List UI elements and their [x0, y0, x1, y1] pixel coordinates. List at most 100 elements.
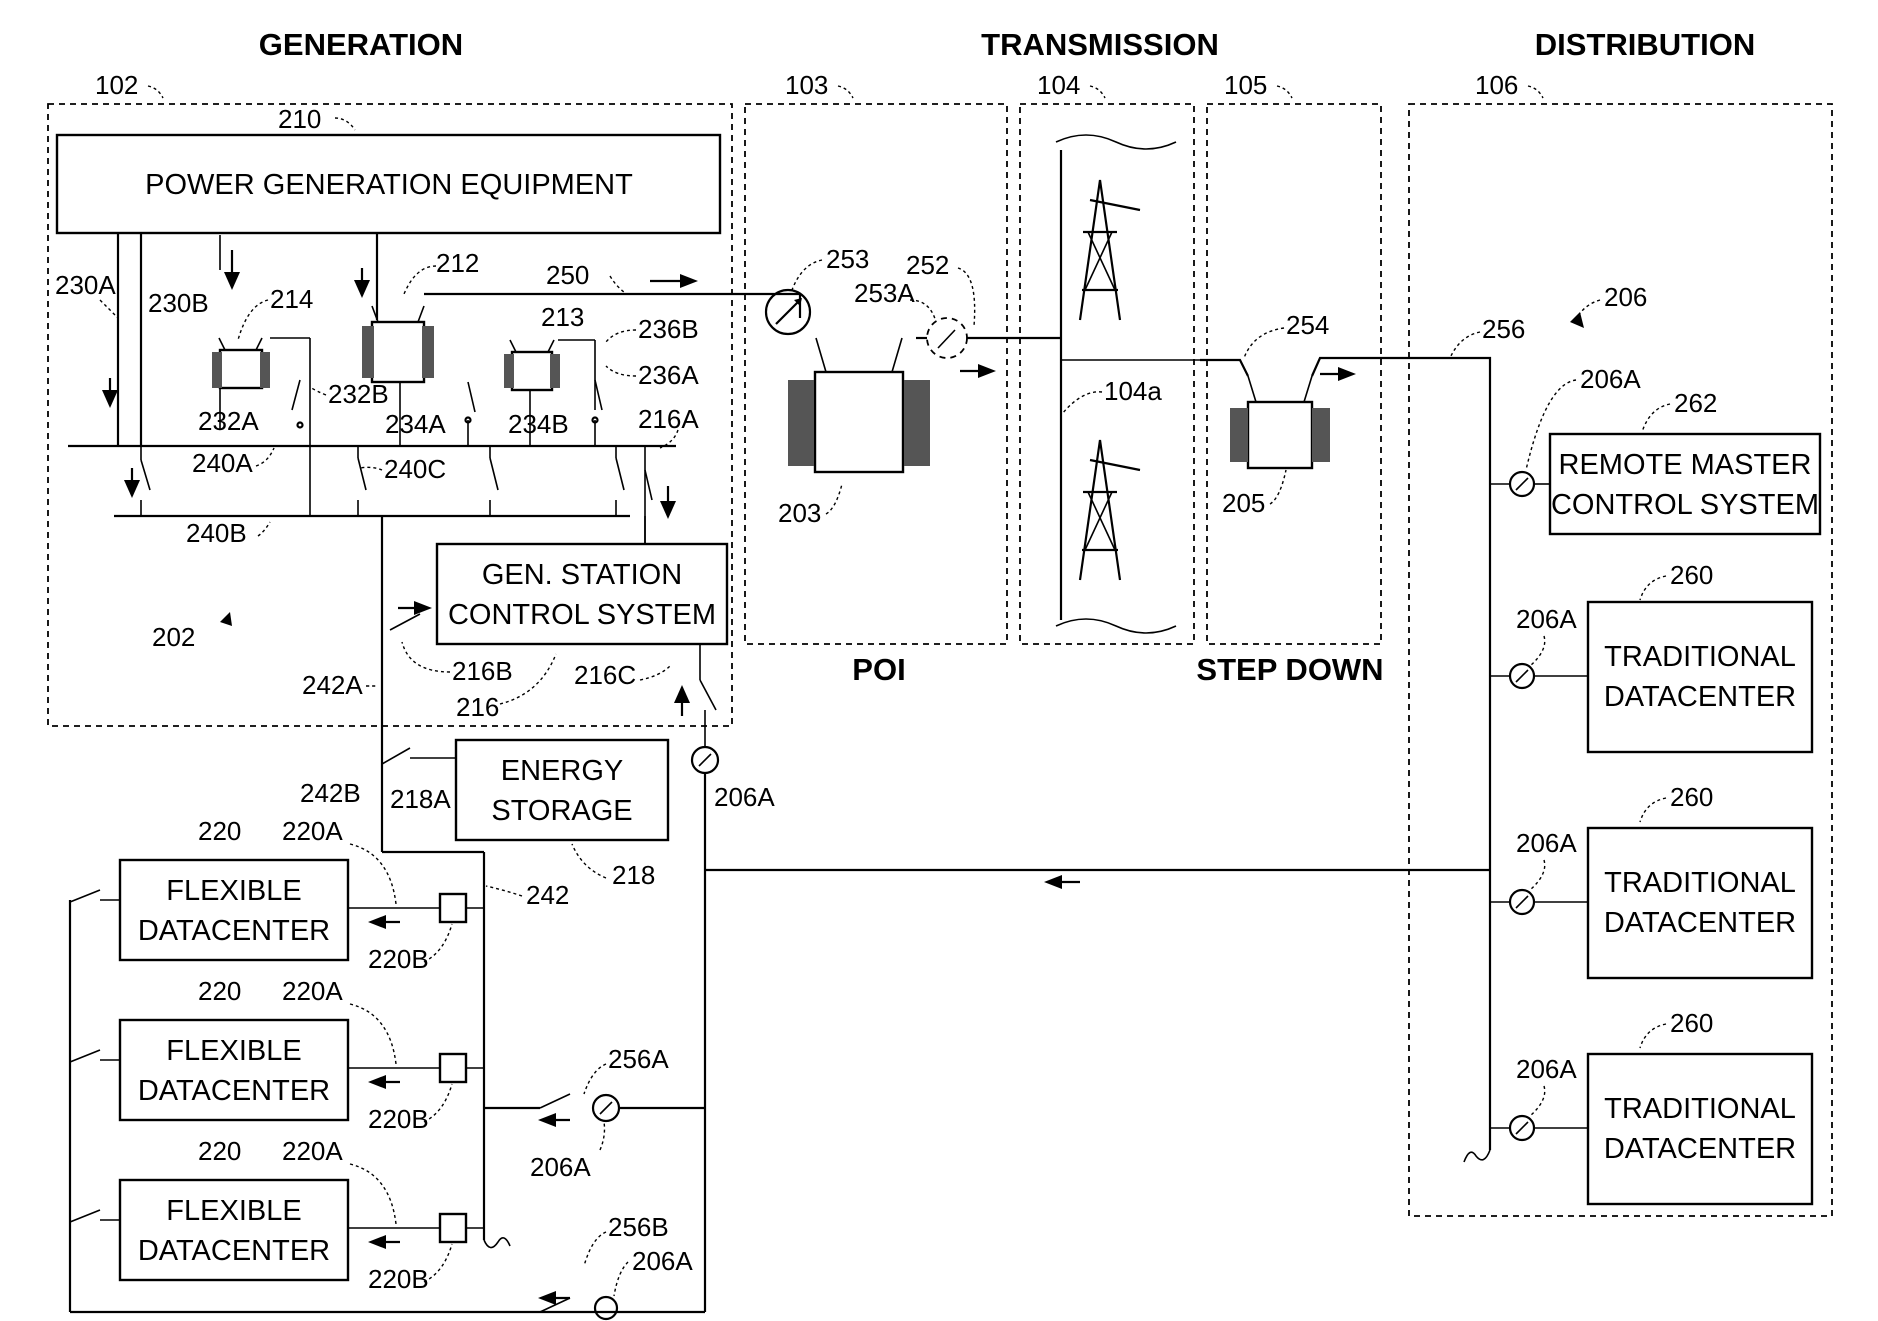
label-240A: 240A — [192, 448, 253, 478]
svg-text:DATACENTER: DATACENTER — [138, 1075, 330, 1107]
label-106: 106 — [1475, 70, 1518, 100]
arrow-down-icon — [224, 272, 240, 290]
label-242: 242 — [526, 880, 569, 910]
leader-253 — [792, 260, 822, 290]
label-254: 254 — [1286, 310, 1329, 340]
leader-104a — [1062, 392, 1102, 414]
meter-256B-icon — [595, 1297, 617, 1319]
gen-station-label-2: CONTROL SYSTEM — [448, 599, 716, 631]
label-260-1: 260 — [1670, 560, 1713, 590]
label-103: 103 — [785, 70, 828, 100]
label-220A-1: 220A — [282, 816, 343, 846]
energy-storage-label-2: STORAGE — [491, 795, 632, 827]
label-216A: 216A — [638, 404, 699, 434]
label-218A: 218A — [390, 784, 451, 814]
transformer-205 — [1230, 376, 1330, 468]
label-253A: 253A — [854, 278, 915, 308]
leader-256 — [1450, 332, 1480, 358]
arrow-down-icon — [102, 390, 118, 408]
switch-218A — [382, 748, 410, 764]
switch-236A — [595, 380, 602, 410]
label-216: 216 — [456, 692, 499, 722]
output-line-250 — [424, 294, 800, 318]
arrow-right-icon — [680, 274, 698, 288]
leader-203 — [826, 484, 842, 514]
transmission-tower-icon — [1080, 440, 1140, 580]
leader-240C — [360, 467, 382, 470]
svg-text:FLEXIBLE: FLEXIBLE — [166, 1035, 301, 1067]
transformer-203 — [788, 338, 930, 472]
header-poi: POI — [852, 652, 905, 687]
power-generation-equipment-label: POWER GENERATION EQUIPMENT — [145, 169, 633, 201]
traditional-datacenter-2: TRADITIONAL DATACENTER — [1588, 828, 1812, 978]
svg-text:TRADITIONAL: TRADITIONAL — [1604, 867, 1796, 899]
label-214: 214 — [270, 284, 313, 314]
leader-104 — [1090, 86, 1105, 98]
arrow-right-icon — [414, 601, 432, 615]
label-232A: 232A — [198, 406, 259, 436]
leader-105 — [1277, 86, 1292, 98]
leader-256A — [584, 1064, 606, 1094]
leader-214 — [238, 300, 268, 340]
svg-text:TRADITIONAL: TRADITIONAL — [1604, 1093, 1796, 1125]
leader-250 — [610, 276, 624, 292]
label-206A-256A: 206A — [530, 1152, 591, 1182]
label-206A-gen: 206A — [714, 782, 775, 812]
arrow-down-icon — [124, 480, 140, 498]
label-220A-2: 220A — [282, 976, 343, 1006]
label-242B: 242B — [300, 778, 361, 808]
label-206A-rm: 206A — [1580, 364, 1641, 394]
label-256A: 256A — [608, 1044, 669, 1074]
header-step-down: STEP DOWN — [1196, 652, 1383, 687]
label-202: 202 — [152, 622, 195, 652]
leader-220A-2 — [350, 1004, 396, 1064]
leader-252 — [958, 268, 975, 326]
label-102: 102 — [95, 70, 138, 100]
svg-text:DATACENTER: DATACENTER — [1604, 1133, 1796, 1165]
gen-station-label-1: GEN. STATION — [482, 559, 682, 591]
arrow-left-icon — [538, 1113, 556, 1127]
label-256B: 256B — [608, 1212, 669, 1242]
label-262: 262 — [1674, 388, 1717, 418]
label-230A: 230A — [55, 270, 116, 300]
header-generation: GENERATION — [259, 27, 463, 62]
label-236B: 236B — [638, 314, 699, 344]
label-206A-t3: 206A — [1516, 1054, 1577, 1084]
leader-240B — [258, 522, 270, 536]
label-104a: 104a — [1104, 376, 1162, 406]
traditional-datacenter-3: TRADITIONAL DATACENTER — [1588, 1054, 1812, 1204]
label-218: 218 — [612, 860, 655, 890]
transmission-region-104 — [1020, 104, 1194, 644]
label-260-3: 260 — [1670, 1008, 1713, 1038]
svg-text:TRADITIONAL: TRADITIONAL — [1604, 641, 1796, 673]
leader-210 — [335, 118, 355, 130]
label-220-2: 220 — [198, 976, 241, 1006]
pointer-206-icon — [1570, 312, 1584, 328]
label-216C: 216C — [574, 660, 636, 690]
leader-220A-3 — [350, 1164, 396, 1224]
svg-text:DATACENTER: DATACENTER — [138, 915, 330, 947]
label-220B-1: 220B — [368, 944, 429, 974]
label-220-1: 220 — [198, 816, 241, 846]
label-250: 250 — [546, 260, 589, 290]
leader-216B — [402, 642, 450, 672]
leader-206A-256A — [600, 1122, 605, 1150]
arrow-down-icon — [354, 280, 370, 298]
leader-236A — [606, 366, 636, 376]
label-230B: 230B — [148, 288, 209, 318]
label-206A-256B: 206A — [632, 1246, 693, 1276]
label-234A: 234A — [385, 409, 446, 439]
leader-242 — [486, 886, 522, 896]
leader-206A-256B — [614, 1262, 628, 1296]
transmission-tower-icon — [1080, 180, 1140, 320]
svg-text:DATACENTER: DATACENTER — [138, 1235, 330, 1267]
switch-232A — [292, 380, 300, 410]
label-240B: 240B — [186, 518, 247, 548]
label-252: 252 — [906, 250, 949, 280]
label-234B: 234B — [508, 409, 569, 439]
arrow-up-icon — [674, 685, 690, 703]
leader-102 — [148, 86, 163, 98]
label-253: 253 — [826, 244, 869, 274]
leader-212 — [404, 266, 436, 294]
label-105: 105 — [1224, 70, 1267, 100]
